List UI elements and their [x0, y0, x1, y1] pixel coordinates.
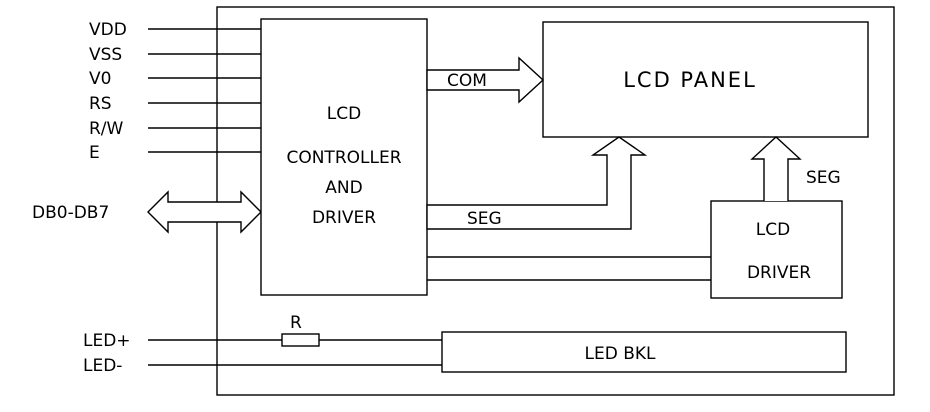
controller-label-3: AND [325, 178, 362, 198]
pin-label-db: DB0-DB7 [32, 203, 109, 223]
lcd-panel-block [542, 21, 869, 138]
data-bus-arrow [147, 190, 262, 234]
controller-label-4: DRIVER [312, 208, 376, 228]
pin-label-vdd: VDD [89, 20, 127, 40]
seg-driver-arrow [750, 136, 802, 201]
controller-label-2: CONTROLLER [286, 148, 401, 168]
seg-controller-arrow [426, 136, 648, 230]
lcd-driver-label-2: DRIVER [747, 263, 811, 283]
lcd-panel-label: LCD PANEL [623, 68, 757, 92]
pin-label-led-plus: LED+ [83, 331, 131, 351]
resistor [281, 333, 320, 347]
seg-controller-label: SEG [467, 209, 502, 229]
pin-label-vss: VSS [89, 45, 122, 65]
pin-label-v0: V0 [89, 69, 111, 89]
pin-label-rw: R/W [89, 119, 124, 139]
com-arrow [426, 56, 545, 104]
lcd-driver-block [710, 200, 843, 299]
controller-label-1: LCD [327, 104, 361, 124]
pin-label-led-minus: LED- [83, 356, 122, 376]
pin-label-e: E [89, 143, 100, 163]
controller-block [260, 18, 428, 296]
resistor-label: R [290, 313, 302, 333]
led-backlight-block [441, 331, 847, 373]
com-label: COM [447, 71, 487, 91]
pin-label-rs: RS [89, 94, 112, 114]
lcd-driver-label-1: LCD [756, 220, 790, 240]
led-backlight-label: LED BKL [585, 344, 657, 364]
seg-driver-label: SEG [806, 168, 841, 188]
